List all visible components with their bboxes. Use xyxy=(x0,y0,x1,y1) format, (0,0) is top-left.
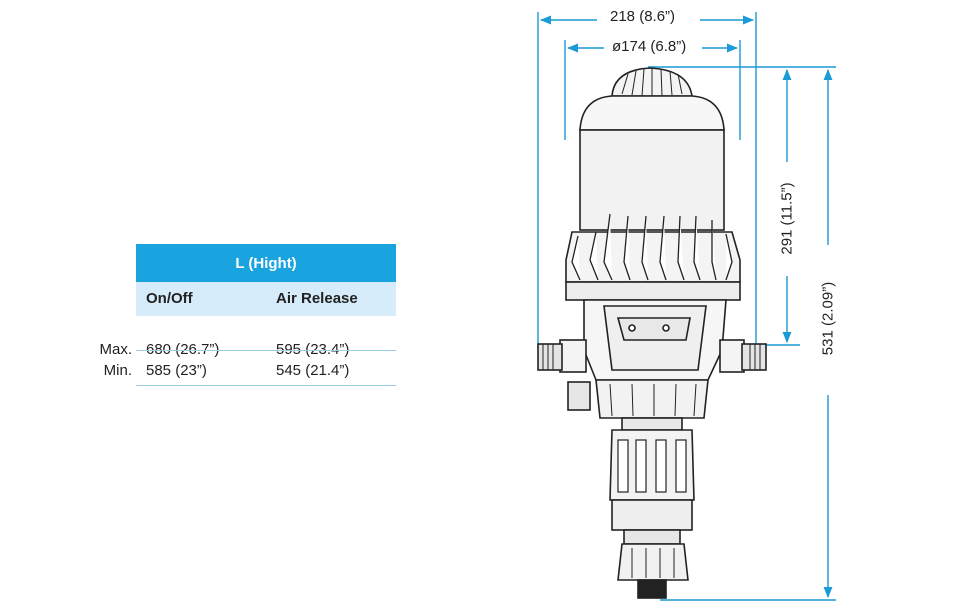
row-label: Max. xyxy=(99,341,132,358)
table-column-headers: On/Off Air Release xyxy=(136,282,396,316)
row-divider xyxy=(136,350,396,351)
dimension-diameter: ø174 (6.8”) xyxy=(612,38,687,55)
table-header: L (Hight) xyxy=(136,244,396,282)
table-row-max: Max. 680 (26.7”) 595 (23.4”) xyxy=(90,333,396,367)
cell-air-release: 595 (23.4”) xyxy=(276,341,350,358)
column-header-air-release: Air Release xyxy=(276,290,358,307)
cell-on-off: 585 (23”) xyxy=(146,362,207,379)
dimension-lines xyxy=(537,12,836,601)
dimension-overall-width: 218 (8.6”) xyxy=(610,8,676,25)
table-row-min: Min. 585 (23”) 545 (21.4”) xyxy=(90,354,396,388)
cell-on-off: 680 (26.7”) xyxy=(146,341,220,358)
cell-air-release: 545 (21.4”) xyxy=(276,362,350,379)
column-header-on-off: On/Off xyxy=(146,290,193,307)
row-divider xyxy=(136,385,396,386)
row-label: Min. xyxy=(103,362,132,379)
dimension-height-total: 531 (2.09”) xyxy=(819,281,837,356)
pump-body xyxy=(537,67,767,599)
dimension-height-upper: 291 (11.5”) xyxy=(778,182,796,255)
